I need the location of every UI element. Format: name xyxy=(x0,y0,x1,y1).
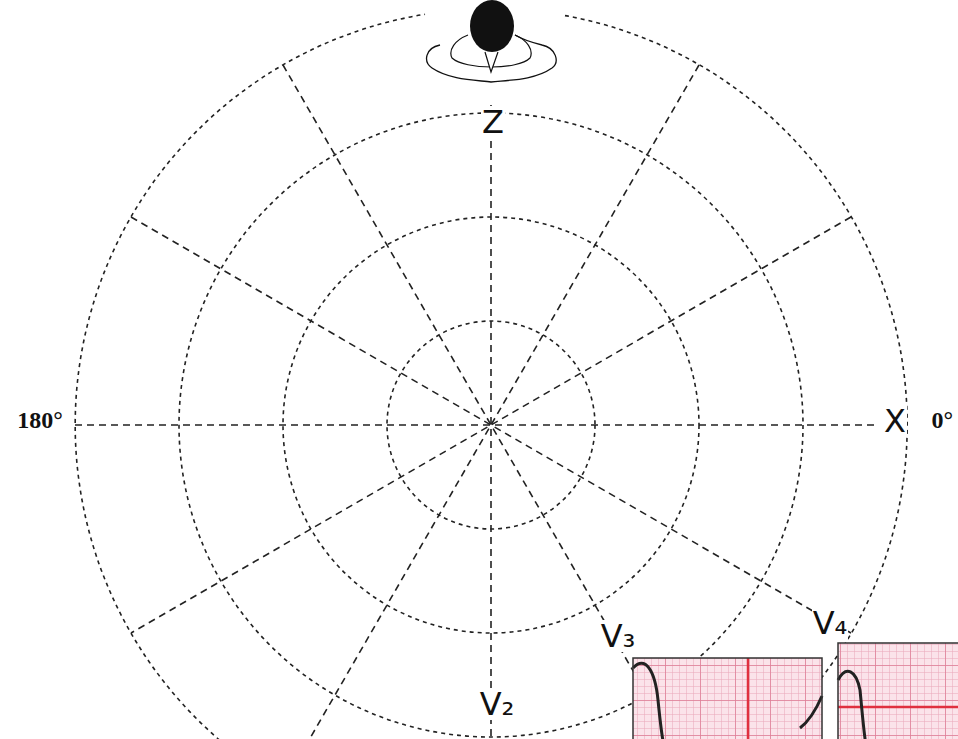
angle-label: 0° xyxy=(930,408,954,432)
ecg-thumbnail xyxy=(838,643,958,739)
lead-label: V₃ xyxy=(600,620,637,652)
lead-label: V₂ xyxy=(479,688,516,720)
grid-radials xyxy=(75,65,875,739)
axis-label: X xyxy=(883,405,907,437)
ecg-thumbnail xyxy=(633,658,822,739)
grid-circles xyxy=(75,14,907,739)
lead-label: V₄ xyxy=(812,607,849,639)
axis-label: Z xyxy=(481,106,505,138)
head-figure xyxy=(427,0,556,82)
angle-label: 180° xyxy=(16,408,64,432)
